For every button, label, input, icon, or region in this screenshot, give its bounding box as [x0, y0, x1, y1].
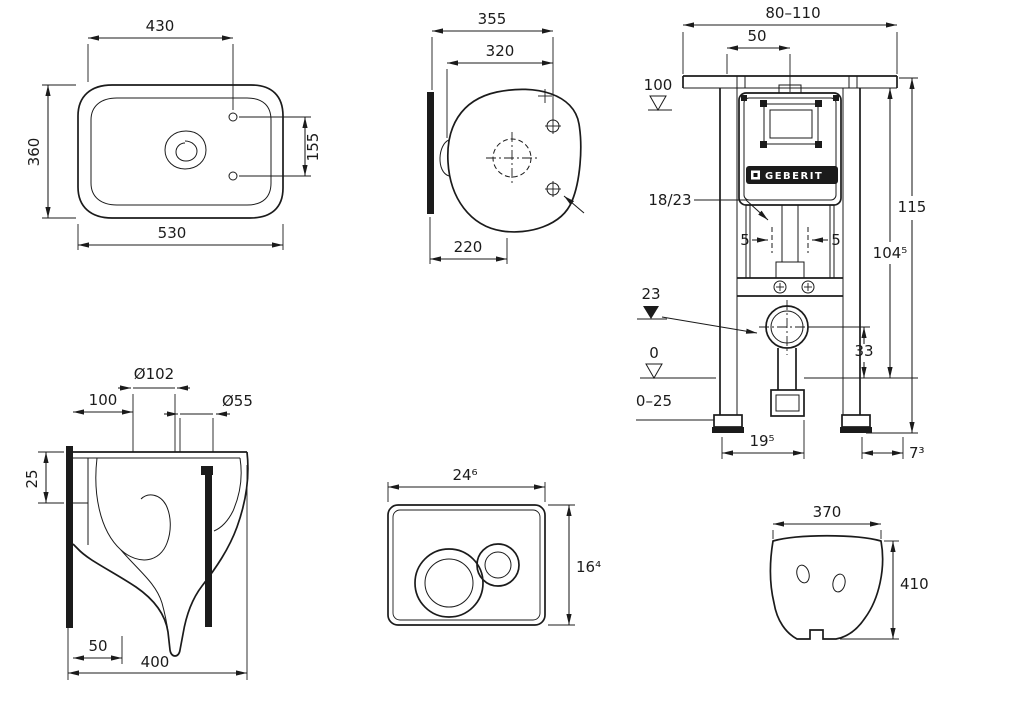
flush-connector	[439, 139, 450, 177]
level-100: 100	[644, 76, 673, 112]
dim-16-4: 16⁴	[548, 504, 601, 626]
dim-410: 410	[840, 540, 929, 640]
dim-18-23: 18/23	[648, 191, 769, 221]
wall-section-side	[66, 446, 73, 628]
dim-label-355: 355	[478, 10, 507, 28]
plate-outline	[387, 504, 546, 626]
dim-label-24-6: 24⁶	[452, 466, 477, 484]
fixing-crossbar	[737, 277, 843, 297]
gasket-outline	[769, 534, 884, 640]
dim-label-55: Ø55	[222, 392, 253, 410]
toilet-rear-view: 355 320 220	[427, 10, 585, 264]
dim-label-360: 360	[25, 138, 43, 167]
dim-25: 25	[23, 451, 64, 504]
dim-label-25: 25	[23, 469, 41, 488]
flush-button-large	[414, 548, 484, 618]
frame-feet	[712, 414, 872, 433]
dim-400: 400	[67, 465, 248, 680]
dim-430: 430	[87, 17, 234, 110]
level-label-0: 0	[649, 344, 659, 362]
level-label-23: 23	[641, 285, 660, 303]
dim-label-19-5: 19⁵	[749, 432, 774, 450]
dim-label-33: 33	[854, 342, 873, 360]
threaded-rods	[745, 205, 835, 278]
dim-label-7-3: 7³	[909, 444, 925, 462]
dim-155: 155	[239, 116, 322, 177]
dim-label-100: 100	[89, 391, 118, 409]
outlet-centerline-circle	[486, 132, 538, 184]
dim-label-16-4: 16⁴	[576, 558, 601, 576]
wall-section	[427, 92, 434, 214]
gasket-hole-right	[832, 573, 846, 593]
outlet-pipe-section	[201, 466, 213, 627]
dim-label-320: 320	[486, 42, 515, 60]
bolt-hole-bottom	[545, 181, 561, 197]
dim-label-18-23: 18/23	[648, 191, 691, 209]
dim-label-5-right: 5	[831, 231, 841, 249]
drain-opening	[164, 130, 207, 170]
toilet-top-view: 430 360 530 155	[25, 17, 322, 250]
gasket-view: 370 410	[769, 503, 929, 640]
dim-label-104-5: 104⁵	[873, 244, 908, 262]
level-23: 23	[637, 285, 758, 334]
cistern	[738, 84, 842, 206]
bolt-leader-arrow	[563, 195, 585, 214]
flush-plate-view: 24⁶ 16⁴	[387, 466, 601, 626]
dim-label-370: 370	[813, 503, 842, 521]
toilet-side-view: Ø102 100 Ø55 25 50 400	[23, 365, 253, 680]
level-0: 0	[645, 344, 663, 380]
flush-pipe	[775, 205, 805, 279]
brand-label: GEBERIT	[765, 171, 823, 182]
dim-360: 360	[25, 84, 76, 219]
dim-label-80-110: 80–110	[765, 4, 820, 22]
dim-50: 50	[726, 27, 791, 92]
dim-24-6: 24⁶	[387, 466, 546, 502]
dim-530: 530	[77, 224, 284, 250]
dim-label-155: 155	[304, 133, 322, 162]
dim-115: 115	[866, 77, 927, 434]
dim-320: 320	[446, 42, 553, 138]
dim-80-110: 80–110	[682, 4, 898, 74]
dim-label-430: 430	[146, 17, 175, 35]
geberit-logo: GEBERIT	[746, 166, 838, 184]
dim-label-400: 400	[141, 653, 170, 671]
floor-lines	[636, 377, 918, 421]
dim-label-220: 220	[454, 238, 483, 256]
top-center-mark	[538, 89, 552, 103]
dim-50-side: 50	[73, 636, 123, 664]
frame-rails	[719, 88, 861, 415]
dim-102: Ø102	[118, 365, 190, 452]
dim-370: 370	[772, 503, 882, 539]
dim-label-50-side: 50	[88, 637, 107, 655]
dim-104-5: 104⁵	[862, 87, 908, 378]
bowl-outline	[77, 84, 284, 219]
dim-5-5: 5 5	[740, 227, 841, 253]
flush-button-small	[476, 543, 520, 587]
dim-label-115: 115	[898, 198, 927, 216]
gasket-hole-left	[796, 564, 810, 584]
dim-19-5: 19⁵	[721, 420, 805, 459]
level-label-100: 100	[644, 76, 673, 94]
dim-220: 220	[429, 217, 508, 264]
bowl-rear-outline	[447, 88, 582, 233]
dim-7-3: 7³	[861, 437, 925, 462]
dim-label-102: Ø102	[134, 365, 174, 383]
dim-label-410: 410	[900, 575, 929, 593]
bolt-hole-top	[545, 118, 561, 134]
dim-55: Ø55	[164, 392, 253, 452]
dim-355: 355	[431, 10, 554, 118]
dim-33: 33	[810, 326, 874, 378]
dim-label-5-left: 5	[740, 231, 750, 249]
dim-label-530: 530	[158, 224, 187, 242]
waste-outlet	[759, 300, 815, 417]
mounting-holes	[228, 112, 238, 181]
dim-label-50: 50	[747, 27, 766, 45]
dim-100: 100	[73, 391, 133, 415]
dim-label-0-25: 0–25	[636, 392, 672, 410]
installation-frame-view: GEBERIT	[636, 4, 926, 462]
bowl-side-outline	[72, 451, 249, 657]
